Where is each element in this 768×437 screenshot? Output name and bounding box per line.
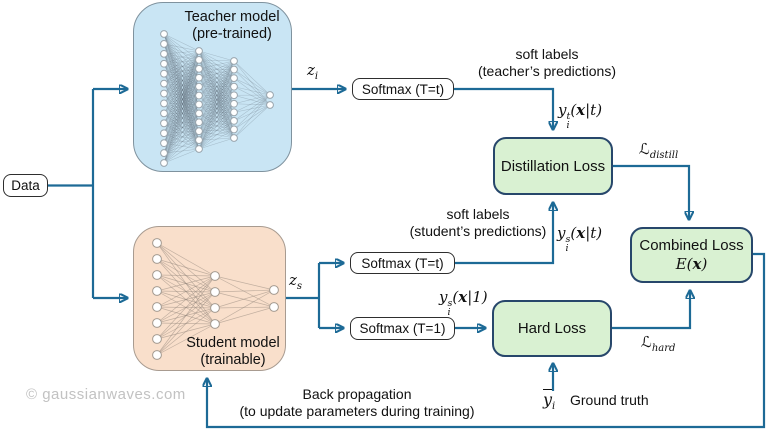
teacher-model-box: Teacher model (pre-trained): [133, 2, 292, 172]
z-i-label: zi: [307, 61, 319, 82]
back-propagation-line1: Back propagation: [302, 386, 412, 402]
teacher-model-title-line2: (pre-trained): [192, 26, 272, 42]
student-model-title-line1: Student model: [186, 335, 280, 351]
soft-labels-student-note: soft labels (student’s predictions): [410, 206, 547, 240]
arrow-distill-to-combined: [613, 164, 689, 219]
softmax-student-hard-label: Softmax (T=1): [359, 321, 446, 336]
back-propagation-line2: (to update parameters during training): [239, 403, 475, 419]
teacher-model-title-line1: Teacher model: [184, 9, 280, 25]
softmax-student-hard-box: Softmax (T=1): [350, 317, 455, 340]
combined-loss-box: Combined Loss E(x): [630, 227, 753, 283]
softmax-student-soft-box: Softmax (T=t): [350, 252, 455, 274]
z-s-label: zs: [289, 271, 303, 292]
arrow-softmax-to-distill: [454, 87, 553, 129]
teacher-model-title: Teacher model (pre-trained): [175, 9, 289, 43]
soft-labels-student-line2: (student’s predictions): [409, 223, 547, 239]
data-box-label: Data: [11, 178, 40, 193]
student-network-graphic: [152, 238, 279, 360]
y-bar-label: yi: [543, 390, 556, 413]
combined-loss-formula: E(x): [675, 255, 708, 273]
loss-hard-label: ℒhard: [641, 333, 676, 354]
softmax-teacher-label: Softmax (T=t): [361, 81, 445, 97]
arrow-data-branch: [48, 89, 95, 298]
distillation-loss-box: Distillation Loss: [493, 137, 613, 195]
hard-loss-label: Hard Loss: [517, 320, 587, 337]
soft-labels-student-line1: soft labels: [446, 206, 510, 222]
soft-labels-teacher-line2: (teacher’s predictions): [478, 63, 616, 79]
distillation-loss-label: Distillation Loss: [500, 157, 606, 175]
soft-labels-teacher-line1: soft labels: [515, 46, 579, 62]
softmax-student-soft-label: Softmax (T=t): [361, 255, 444, 271]
ground-truth-label: Ground truth: [570, 392, 649, 408]
arrow-hardloss-to-combined: [612, 291, 690, 330]
watermark: © gaussianwaves.com: [26, 386, 186, 403]
back-propagation-note: Back propagation (to update parameters d…: [239, 386, 474, 420]
loss-distill-label: ℒdistill: [639, 140, 679, 161]
data-box: Data: [3, 174, 48, 197]
student-model-title: Student model (trainable): [181, 335, 285, 369]
softmax-teacher-box: Softmax (T=t): [352, 78, 454, 100]
student-model-box: Student model (trainable): [133, 226, 286, 371]
hard-loss-box: Hard Loss: [492, 300, 612, 357]
soft-labels-teacher-note: soft labels (teacher’s predictions): [478, 46, 616, 80]
combined-loss-label: Combined Loss: [639, 237, 744, 254]
teacher-network-graphic: [160, 30, 274, 167]
student-model-title-line2: (trainable): [200, 352, 266, 368]
